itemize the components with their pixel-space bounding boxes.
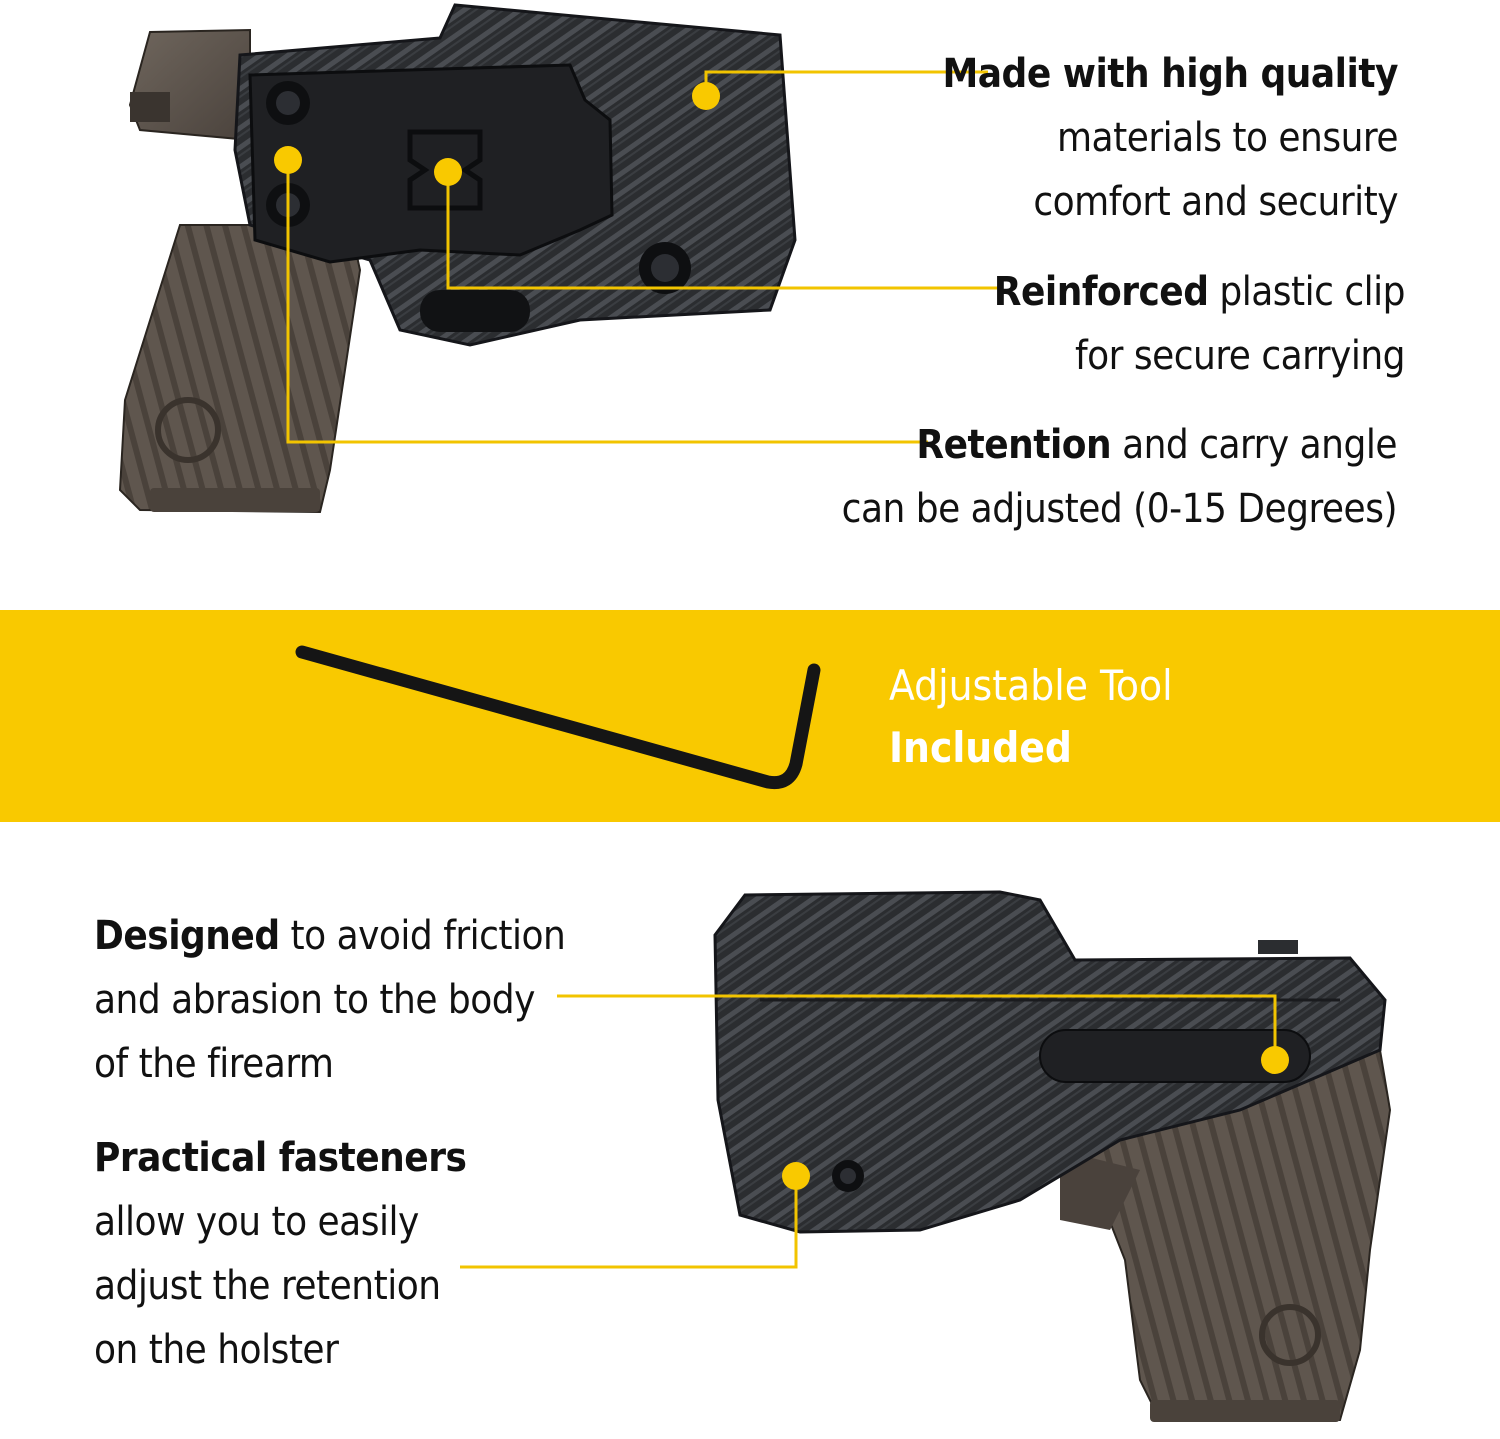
callout-quality: Made with high quality materials to ensu… — [942, 42, 1398, 234]
callout-designed: Designed to avoid friction and abrasion … — [94, 904, 566, 1096]
retention-dot-icon — [274, 146, 302, 174]
quality-line2: materials to ensure — [1057, 115, 1399, 161]
banner-text: Adjustable Tool Included — [889, 655, 1173, 779]
designed-rest: to avoid friction — [279, 913, 566, 959]
banner-line1: Adjustable Tool — [889, 661, 1173, 710]
retention-bold: Retention — [916, 422, 1112, 468]
retention-rest: and carry angle — [1111, 422, 1397, 468]
quality-bold: Made with high quality — [942, 51, 1398, 97]
hex-key-icon — [295, 645, 821, 790]
callout-lines-bottom — [460, 994, 1277, 1269]
callout-dots-top — [274, 82, 720, 186]
designed-dot-icon — [1261, 1046, 1289, 1074]
clip-rest: plastic clip — [1208, 269, 1405, 315]
callout-fasteners: Practical fasteners allow you to easily … — [94, 1126, 467, 1382]
fasteners-line3: adjust the retention — [94, 1263, 441, 1309]
fasteners-line4: on the holster — [94, 1327, 339, 1373]
holstered-pistol-top-image — [118, 3, 797, 514]
designed-line2: and abrasion to the body — [94, 977, 535, 1023]
clip-line2: for secure carrying — [1074, 333, 1406, 379]
clip-dot-icon — [434, 158, 462, 186]
banner-line2: Included — [889, 723, 1072, 772]
callout-retention: Retention and carry angle can be adjuste… — [841, 413, 1398, 541]
fasteners-bold: Practical fasteners — [94, 1135, 467, 1181]
callout-dots-bottom — [782, 1046, 1289, 1190]
callout-clip: Reinforced plastic clip for secure carry… — [993, 260, 1406, 388]
holstered-pistol-bottom-image — [713, 890, 1392, 1422]
designed-bold: Designed — [94, 913, 280, 959]
clip-bold: Reinforced — [993, 269, 1209, 315]
fasteners-dot-icon — [782, 1162, 810, 1190]
quality-line3: comfort and security — [1033, 179, 1398, 225]
retention-line2: can be adjusted (0-15 Degrees) — [841, 486, 1398, 532]
designed-line3: of the firearm — [94, 1041, 334, 1087]
quality-dot-icon — [692, 82, 720, 110]
tool-banner — [0, 610, 1500, 822]
fasteners-line2: allow you to easily — [94, 1199, 419, 1245]
